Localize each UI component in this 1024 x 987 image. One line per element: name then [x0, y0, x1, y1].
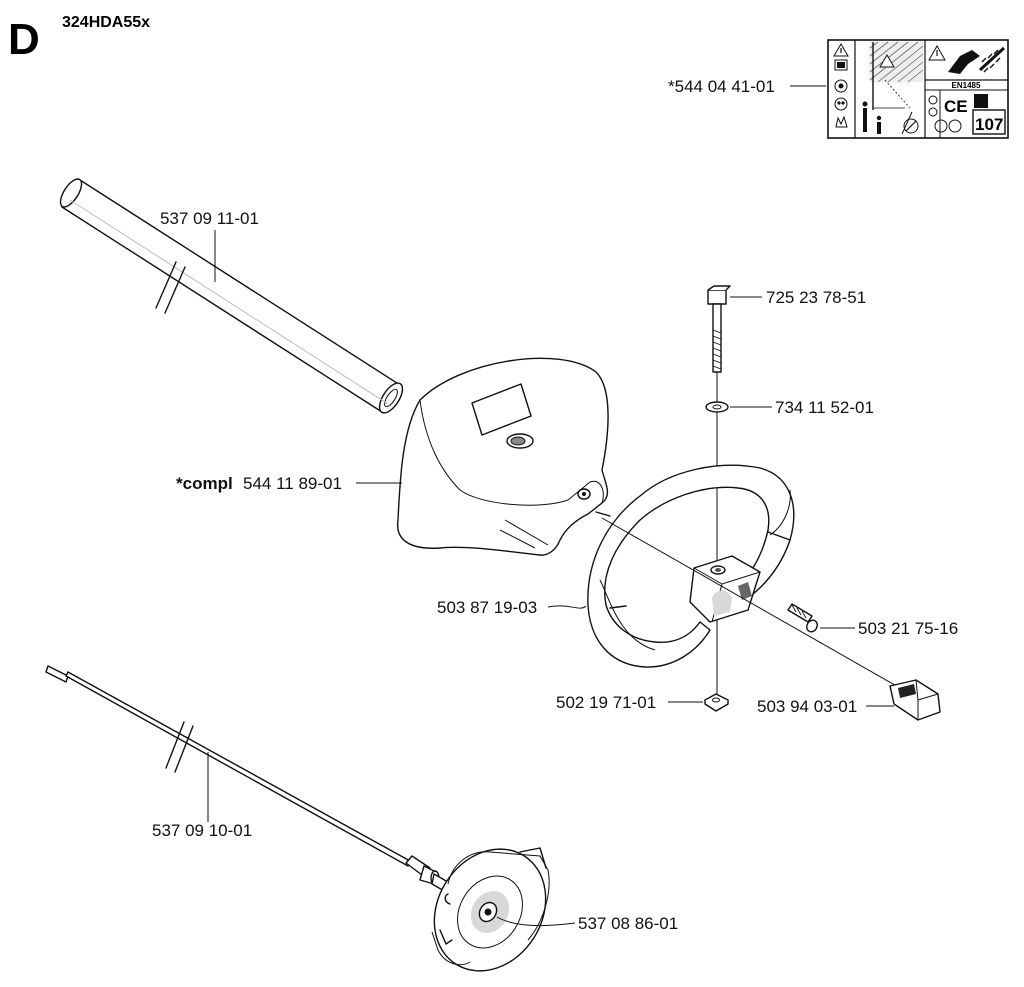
screw: [787, 603, 818, 633]
ear-protection-icon: [834, 79, 848, 93]
label-bolt: 725 23 78-51: [766, 288, 866, 307]
label-handle: 503 87 19-03: [437, 598, 537, 617]
label-decal: *544 04 41-01: [668, 77, 775, 96]
label-guard-prefix: *compl: [176, 474, 233, 493]
certification-icons: [928, 94, 988, 133]
distance-warning-icon: [862, 41, 924, 135]
decal-norm-text: EN1485: [952, 81, 981, 90]
clutch-drum: [431, 847, 550, 972]
label-cable: 503 94 03-01: [757, 697, 857, 716]
washer: [705, 401, 729, 413]
label-drive-shaft: 537 09 10-01: [152, 821, 252, 840]
ce-mark: CE: [944, 97, 968, 116]
section-letter: D: [8, 15, 40, 64]
warning-triangle-icon: [833, 43, 849, 57]
hand-blade-warning-icon: [928, 44, 1006, 74]
label-guard: 544 11 89-01: [243, 474, 342, 493]
shaft-tube: [59, 178, 404, 414]
sound-level-value: 107: [975, 115, 1003, 134]
eye-protection-icon: [834, 97, 848, 111]
label-shaft-tube: 537 09 11-01: [160, 209, 259, 228]
drive-shaft: [45, 665, 449, 893]
blade-guard: [396, 357, 611, 556]
square-nut: [704, 693, 729, 712]
loop-handle: [587, 464, 795, 668]
bolt: [707, 285, 731, 373]
warning-decal: EN1485 CE 107: [827, 39, 1009, 139]
label-nut: 502 19 71-01: [556, 693, 656, 712]
manual-icon: [834, 59, 848, 71]
label-clutch-drum: 537 08 86-01: [578, 914, 678, 933]
model-title: 324HDA55x: [62, 14, 150, 31]
label-screw: 503 21 75-16: [858, 619, 958, 638]
cable-connector: [889, 679, 941, 721]
gloves-icon: [835, 115, 848, 128]
label-washer: 734 11 52-01: [775, 398, 874, 417]
